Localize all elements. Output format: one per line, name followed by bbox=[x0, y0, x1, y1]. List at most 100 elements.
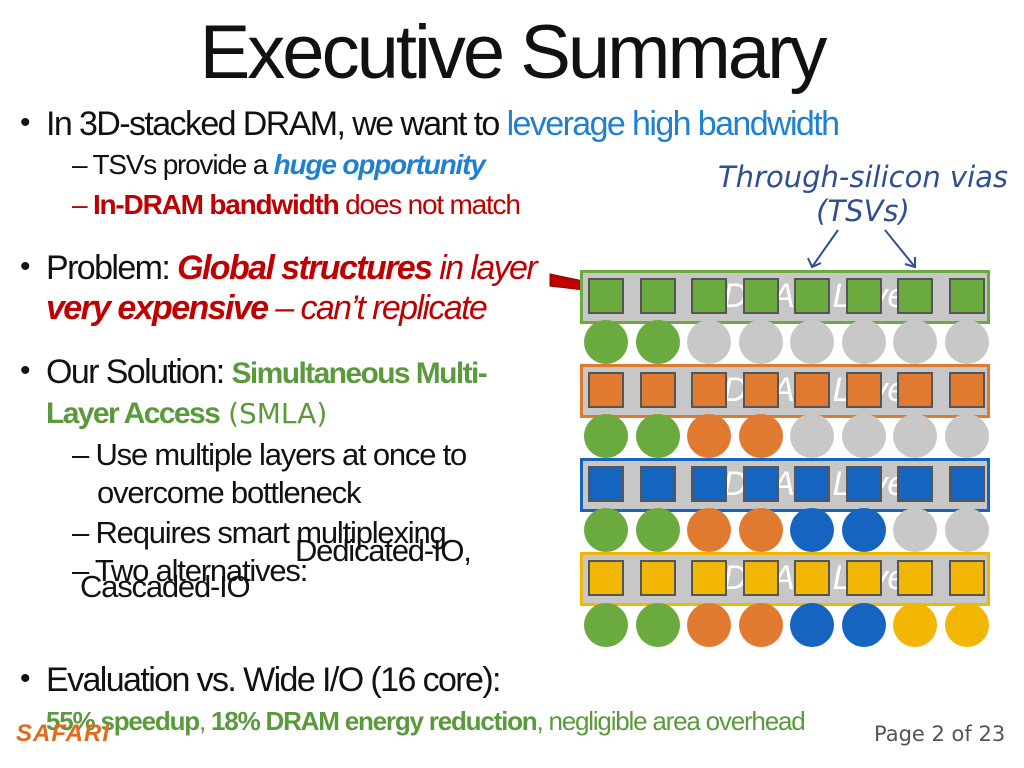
sub-bullet-highlight: In-DRAM bandwidth bbox=[92, 189, 340, 220]
page-number: Page 2 of 23 bbox=[874, 722, 1006, 746]
tsv-pad bbox=[794, 560, 830, 596]
tsv-via bbox=[944, 603, 989, 647]
tsv-via bbox=[635, 414, 680, 458]
bullet-marker: • bbox=[20, 106, 31, 139]
bullet-bandwidth: In 3D-stacked DRAM, we want to leverage … bbox=[46, 104, 840, 144]
sub-bullet-text: Two alternatives: bbox=[94, 553, 308, 588]
tsv-via bbox=[635, 320, 680, 364]
tsv-pad bbox=[742, 372, 779, 408]
bullet-italic: in layer bbox=[431, 249, 537, 287]
tsv-pad bbox=[845, 560, 882, 596]
sub-bullet-multiplexing: – Requires smart multiplexing bbox=[72, 515, 447, 550]
tsv-via bbox=[944, 508, 989, 552]
bullet-solution-line2: Layer Access (SMLA) bbox=[46, 392, 327, 434]
sub-bullet-results: 55% speedup, 18% DRAM energy reduction, … bbox=[46, 704, 806, 738]
tsv-pad bbox=[588, 560, 624, 596]
bullet-marker: • bbox=[20, 662, 31, 695]
tsv-via bbox=[738, 320, 783, 364]
tsv-pad bbox=[845, 278, 882, 314]
tsv-pad bbox=[794, 466, 830, 502]
sub-bullet-highlight: huge opportunity bbox=[273, 149, 486, 180]
bullet-problem: Problem: Global structures in layer bbox=[46, 248, 538, 288]
tsv-via bbox=[635, 603, 680, 647]
sub-bullet-in-dram: – In-DRAM bandwidth does not match bbox=[72, 189, 521, 220]
sub-bullet-text: overcome bottleneck bbox=[97, 475, 361, 510]
tsv-via bbox=[841, 603, 886, 647]
tsv-pad bbox=[639, 560, 676, 596]
bullet-marker: • bbox=[20, 354, 31, 387]
tsv-pad bbox=[588, 466, 624, 502]
tsv-via bbox=[841, 320, 886, 364]
tsv-via bbox=[687, 508, 731, 552]
bullet-label: Our Solution: bbox=[46, 353, 232, 391]
bullet-highlight: very expensive bbox=[46, 289, 269, 327]
sub-bullet-text: Use multiple layers at once to bbox=[95, 437, 467, 472]
tsv-pad bbox=[639, 372, 676, 408]
tsv-via bbox=[841, 414, 886, 458]
tsv-pad bbox=[639, 466, 676, 502]
tsv-pad bbox=[948, 560, 985, 596]
result-energy: 18% DRAM energy reduction bbox=[211, 706, 538, 736]
tsv-via bbox=[584, 508, 628, 552]
tsv-via bbox=[944, 320, 989, 364]
tsv-label-line2: (TSVs) bbox=[816, 194, 910, 228]
tsv-pad bbox=[742, 560, 779, 596]
tsv-pad bbox=[897, 466, 933, 502]
sub-bullet-text: TSVs provide a bbox=[92, 149, 274, 180]
tsv-via bbox=[738, 603, 783, 647]
tsv-label: Through-silicon vias (TSVs) bbox=[706, 160, 1020, 228]
tsv-pad bbox=[948, 466, 985, 502]
tsv-pad bbox=[691, 372, 727, 408]
safari-logo: SAFARI bbox=[16, 720, 111, 747]
tsv-via bbox=[893, 320, 937, 364]
tsv-via bbox=[738, 508, 783, 552]
tsv-via bbox=[584, 603, 628, 647]
sub-bullet-use-layers-line2: overcome bottleneck bbox=[97, 475, 361, 510]
tsv-pad bbox=[794, 372, 830, 408]
tsv-via bbox=[893, 603, 937, 647]
tsv-pad bbox=[742, 278, 779, 314]
tsv-pad bbox=[948, 278, 985, 314]
result-area: , negligible area overhead bbox=[536, 706, 805, 736]
tsv-pad bbox=[845, 466, 882, 502]
tsv-via bbox=[584, 320, 628, 364]
tsv-pad bbox=[691, 466, 727, 502]
tsv-pad bbox=[948, 372, 985, 408]
tsv-pad bbox=[588, 372, 624, 408]
overlay-dedicated-io: Dedicated-IO, bbox=[295, 533, 472, 568]
tsv-via bbox=[790, 603, 834, 647]
tsv-pad bbox=[742, 466, 779, 502]
tsv-via bbox=[944, 414, 989, 458]
tsv-pad bbox=[639, 278, 676, 314]
tsv-via bbox=[687, 320, 731, 364]
bullet-problem-line2: very expensive – can’t replicate bbox=[46, 288, 488, 328]
tsv-via bbox=[635, 508, 680, 552]
sub-bullet-alternatives: – Two alternatives: bbox=[72, 553, 308, 588]
result-speedup: 55% speedup bbox=[46, 706, 200, 736]
tsv-via bbox=[687, 603, 731, 647]
tsv-via bbox=[893, 508, 937, 552]
bullet-italic: – can’t replicate bbox=[267, 289, 488, 327]
bullet-solution: Our Solution: Simultaneous Multi- bbox=[46, 352, 488, 394]
tsv-via bbox=[738, 414, 783, 458]
tsv-via bbox=[893, 414, 937, 458]
sub-bullet-use-layers: – Use multiple layers at once to bbox=[72, 437, 467, 472]
tsv-pad bbox=[794, 278, 830, 314]
sub-bullet-text: does not match bbox=[338, 189, 521, 220]
tsv-pad bbox=[897, 278, 933, 314]
bullet-text: In 3D-stacked DRAM, we want to bbox=[46, 105, 507, 143]
tsv-via bbox=[790, 414, 834, 458]
tsv-label-line1: Through-silicon vias bbox=[717, 160, 1009, 194]
bullet-highlight: Global structures bbox=[177, 249, 433, 287]
slide-title: Executive Summary bbox=[199, 10, 828, 95]
bullet-evaluation: Evaluation vs. Wide I/O (16 core): bbox=[46, 661, 502, 699]
overlay-cascaded-io: Cascaded-IO bbox=[80, 569, 251, 604]
tsv-via bbox=[687, 414, 731, 458]
bullet-marker: • bbox=[20, 250, 31, 283]
sub-bullet-text: Requires smart multiplexing bbox=[95, 515, 446, 550]
bullet-abbr: (SMLA) bbox=[219, 397, 328, 430]
sub-bullet-tsv: – TSVs provide a huge opportunity bbox=[72, 149, 486, 180]
bullet-label: Problem: bbox=[46, 249, 178, 287]
tsv-via bbox=[790, 320, 834, 364]
tsv-pad bbox=[588, 278, 624, 314]
